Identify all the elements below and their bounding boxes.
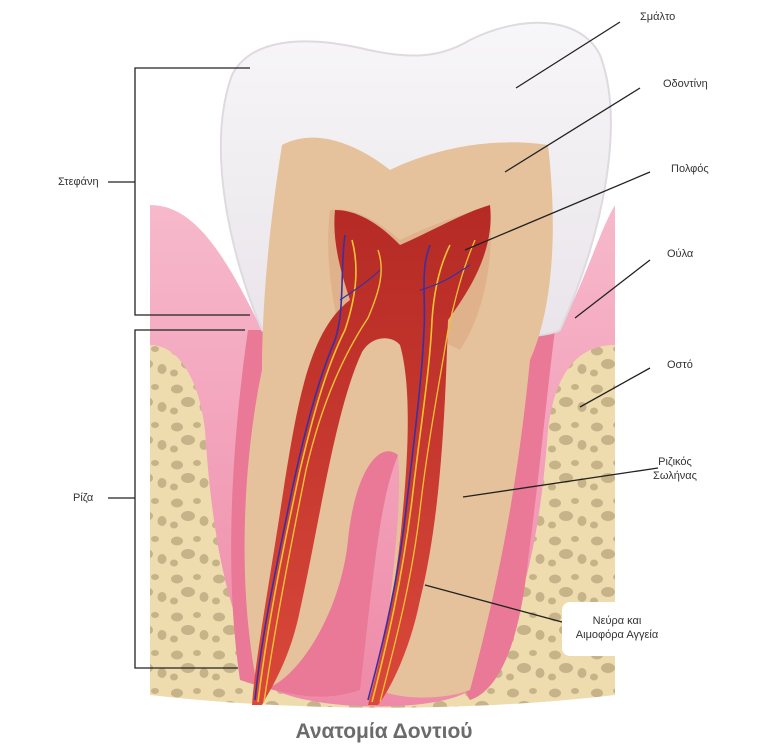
label-crown: Στεφάνη <box>58 176 99 188</box>
label-nerves-line1: Νεύρα και <box>592 615 642 627</box>
label-root-canal: Ριζικός Σωλήνας <box>640 455 710 483</box>
label-root-canal-line1: Ριζικός <box>658 456 692 468</box>
label-nerves-vessels: Νεύρα και Αιμοφόρα Αγγεία <box>565 614 669 642</box>
nerve-strand <box>257 239 357 703</box>
nerves-label-box <box>562 602 672 656</box>
diagram-title: Ανατομία Δοντιού <box>295 720 473 743</box>
crown-bracket <box>108 67 250 316</box>
root-bracket <box>108 329 245 669</box>
label-dentin: Οδοντίνη <box>663 78 708 90</box>
label-gum: Ούλα <box>667 248 694 260</box>
label-root: Ρίζα <box>73 492 94 504</box>
label-bone: Οστό <box>667 359 693 371</box>
leader-lines <box>424 21 659 623</box>
label-enamel: Σμάλτο <box>640 11 676 23</box>
label-root-canal-line2: Σωλήνας <box>653 470 697 482</box>
label-nerves-line2: Αιμοφόρα Αγγεία <box>575 629 659 641</box>
label-pulp: Πολφός <box>671 163 709 175</box>
